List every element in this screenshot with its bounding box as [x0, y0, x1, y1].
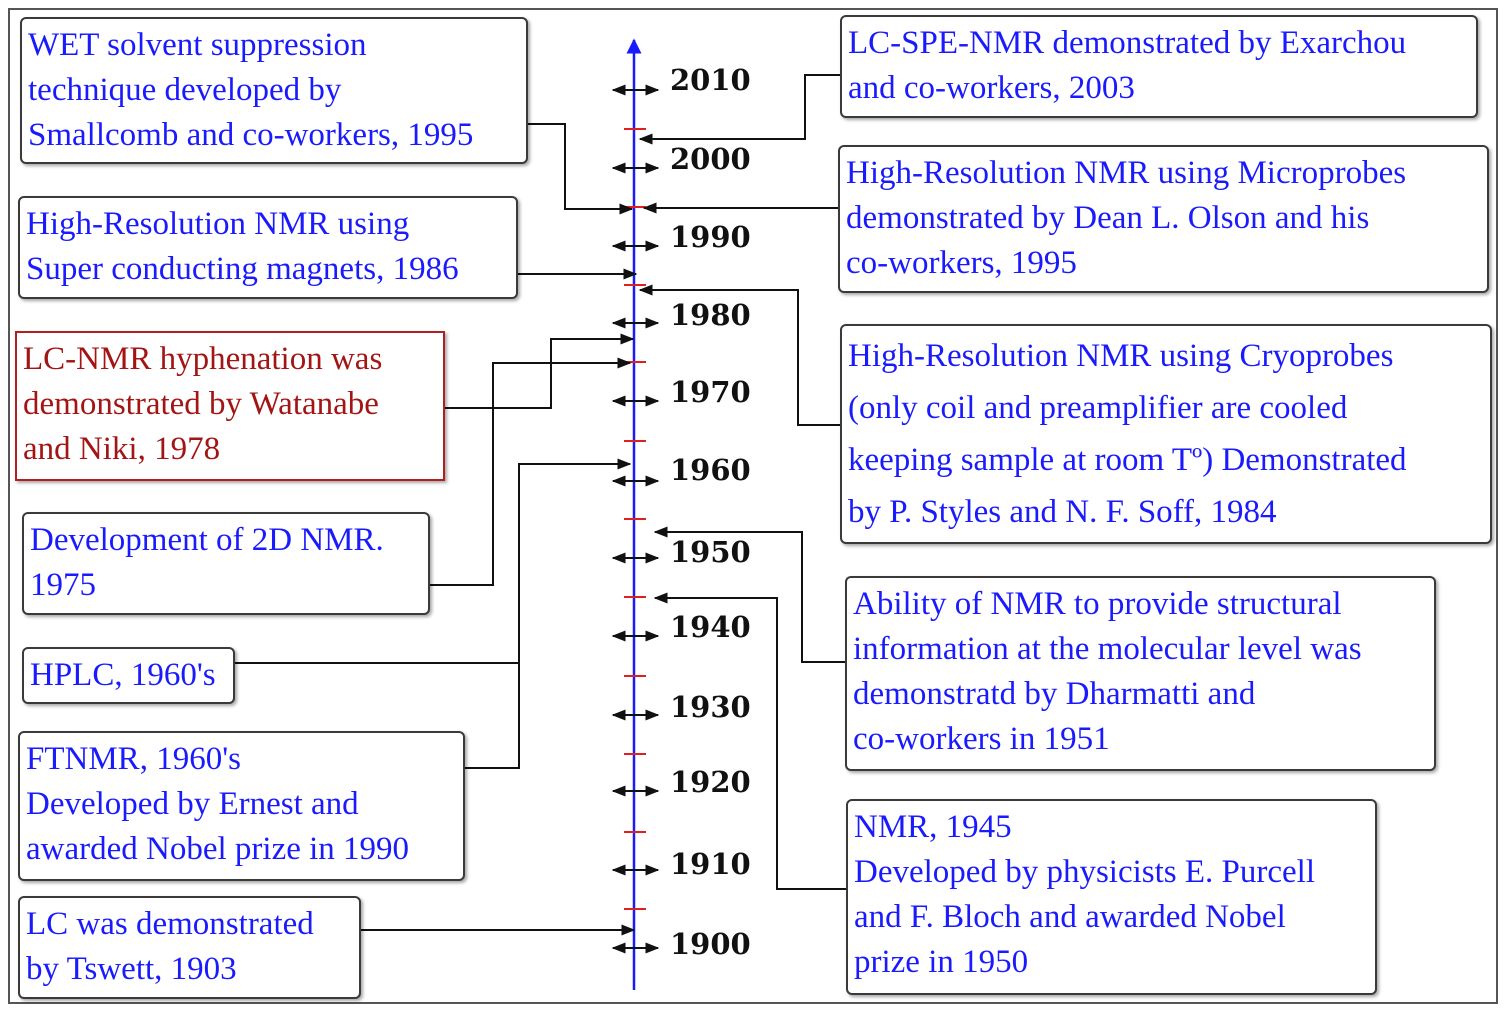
event-nmr-structural-information: Ability of NMR to provide structural inf… [845, 576, 1436, 771]
year-label-1910: 1910 [670, 847, 751, 881]
year-label-1930: 1930 [670, 690, 751, 724]
year-label-1970: 1970 [670, 375, 751, 409]
event-hplc: HPLC, 1960's [22, 647, 235, 704]
event-hr-nmr-cryoprobes: High-Resolution NMR using Cryoprobes (on… [840, 324, 1492, 544]
year-label-1990: 1990 [670, 220, 751, 254]
event-lc-nmr-hyphenation: LC-NMR hyphenation was demonstrated by W… [15, 331, 445, 481]
connector-ftnmr [465, 458, 632, 769]
year-label-1980: 1980 [670, 298, 751, 332]
connector-lc-spe-nmr [638, 74, 840, 145]
year-label-2000: 2000 [670, 142, 751, 176]
connector-cryoprobes [638, 284, 840, 426]
event-lc-spe-nmr: LC-SPE-NMR demonstrated by Exarchou and … [840, 15, 1478, 118]
connector-structural [653, 526, 845, 663]
year-label-1920: 1920 [670, 765, 751, 799]
event-2d-nmr: Development of 2D NMR. 1975 [22, 512, 430, 615]
event-hr-nmr-microprobes: High-Resolution NMR using Microprobes de… [838, 145, 1489, 293]
event-wet-solvent-suppression: WET solvent suppression technique develo… [20, 17, 528, 164]
event-hr-nmr-superconducting-magnets: High-Resolution NMR using Super conducti… [18, 196, 518, 299]
event-connectors [235, 74, 846, 936]
year-label-1900: 1900 [670, 927, 751, 961]
event-nmr-1945: NMR, 1945 Developed by physicists E. Pur… [846, 799, 1377, 995]
year-label-2010: 2010 [670, 63, 751, 97]
diagram-frame [8, 8, 1498, 1004]
year-label-1950: 1950 [670, 535, 751, 569]
event-ftnmr: FTNMR, 1960's Developed by Ernest and aw… [18, 731, 465, 881]
year-label-1940: 1940 [670, 610, 751, 644]
event-lc-tswett: LC was demonstrated by Tswett, 1903 [18, 896, 361, 999]
timeline-axis [611, 38, 660, 990]
connector-nmr-1945 [653, 592, 846, 890]
connector-wet [528, 123, 634, 215]
year-label-1960: 1960 [670, 453, 751, 487]
connector-2d-nmr [430, 357, 632, 586]
connector-lc-nmr [445, 333, 635, 409]
